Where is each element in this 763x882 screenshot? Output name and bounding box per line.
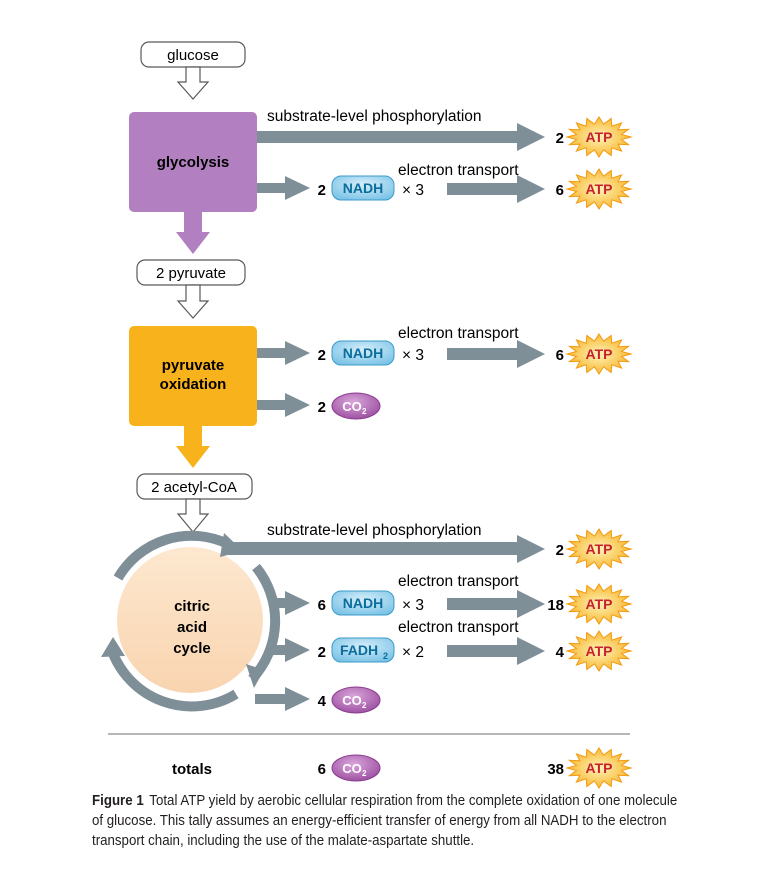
svg-text:2: 2 xyxy=(318,399,326,416)
glycolysis-label: glycolysis xyxy=(157,154,230,171)
svg-text:6: 6 xyxy=(556,347,564,364)
co2-badge-total: 6 CO 2 xyxy=(318,754,381,782)
svg-text:6: 6 xyxy=(318,761,326,778)
svg-text:NADH: NADH xyxy=(343,180,383,196)
nadh-badge-glycolysis: 2 NADH × 3 xyxy=(318,175,424,201)
glycolysis-down-arrow xyxy=(176,212,210,254)
svg-text:× 3: × 3 xyxy=(402,597,424,614)
svg-text:ATP: ATP xyxy=(586,596,613,612)
svg-text:NADH: NADH xyxy=(343,595,383,611)
svg-text:2: 2 xyxy=(318,182,326,199)
svg-text:CO: CO xyxy=(342,399,362,414)
svg-text:4: 4 xyxy=(318,693,327,710)
svg-text:18: 18 xyxy=(547,597,564,614)
svg-text:× 3: × 3 xyxy=(402,347,424,364)
cycle-fadh2-electron-transport-label: electron transport xyxy=(398,619,519,636)
svg-text:CO: CO xyxy=(342,761,362,776)
atp-star-total: 38 ATP xyxy=(547,747,633,789)
cycle-nadh-electron-transport-label: electron transport xyxy=(398,573,519,590)
svg-text:ATP: ATP xyxy=(586,346,613,362)
pyruvate-input: 2 pyruvate xyxy=(136,259,246,286)
cycle-label-3: cycle xyxy=(173,640,211,657)
citric-acid-cycle-circle xyxy=(117,547,263,693)
svg-text:ATP: ATP xyxy=(586,541,613,557)
svg-text:2: 2 xyxy=(556,542,564,559)
svg-text:NADH: NADH xyxy=(343,345,383,361)
nadh-badge-pyruvate: 2 NADH × 3 xyxy=(318,340,424,366)
svg-text:× 3: × 3 xyxy=(402,182,424,199)
fadh2-badge-cycle: 2 FADH 2 × 2 xyxy=(318,637,424,663)
cycle-label-1: citric xyxy=(174,598,210,615)
svg-text:2: 2 xyxy=(383,651,388,661)
flow-arrows xyxy=(228,123,545,711)
totals-label: totals xyxy=(172,761,212,778)
svg-text:2: 2 xyxy=(318,347,326,364)
glycolysis-box xyxy=(129,112,257,212)
acetyl-coa-label: 2 acetyl-CoA xyxy=(151,479,237,496)
cycle-substrate-label: substrate-level phosphorylation xyxy=(267,522,482,539)
atp-star-cycle-fadh2: 4 ATP xyxy=(556,630,633,672)
acetyl-coa-input: 2 acetyl-CoA xyxy=(136,473,253,500)
nadh-badge-cycle: 6 NADH × 3 xyxy=(318,590,424,616)
pyruvate-oxidation-label-1: pyruvate xyxy=(162,357,225,374)
hollow-arrow-2 xyxy=(176,284,210,319)
svg-text:FADH: FADH xyxy=(340,642,378,658)
svg-text:ATP: ATP xyxy=(586,643,613,659)
atp-star-cycle-substrate: 2 ATP xyxy=(556,528,633,570)
svg-text:38: 38 xyxy=(547,761,564,778)
co2-badge-cycle: 4 CO 2 xyxy=(318,686,381,714)
svg-text:2: 2 xyxy=(362,701,367,710)
svg-text:6: 6 xyxy=(318,597,326,614)
svg-text:6: 6 xyxy=(556,182,564,199)
glucose-label: glucose xyxy=(167,47,219,64)
pyruvate-label: 2 pyruvate xyxy=(156,265,226,282)
figure-caption-text: Total ATP yield by aerobic cellular resp… xyxy=(92,793,678,849)
svg-text:CO: CO xyxy=(342,693,362,708)
co2-badge-pyruvate: 2 CO 2 xyxy=(318,392,381,420)
pyruvate-electron-transport-label: electron transport xyxy=(398,325,519,342)
svg-text:2: 2 xyxy=(318,644,326,661)
pyruvate-down-arrow xyxy=(176,426,210,468)
svg-text:2: 2 xyxy=(362,769,367,778)
svg-text:2: 2 xyxy=(362,407,367,416)
figure-caption-label: Figure 1 xyxy=(92,793,144,809)
svg-text:ATP: ATP xyxy=(586,760,613,776)
cycle-ring xyxy=(106,530,281,712)
pyruvate-oxidation-box xyxy=(129,326,257,426)
svg-text:ATP: ATP xyxy=(586,181,613,197)
atp-star-glycolysis-nadh: 6 ATP xyxy=(556,168,633,210)
pyruvate-oxidation-label-2: oxidation xyxy=(160,376,227,393)
hollow-arrow-1 xyxy=(176,66,210,100)
glycolysis-electron-transport-label: electron transport xyxy=(398,162,519,179)
svg-text:× 2: × 2 xyxy=(402,644,424,661)
atp-star-pyruvate-nadh: 6 ATP xyxy=(556,333,633,375)
svg-text:2: 2 xyxy=(556,130,564,147)
svg-text:ATP: ATP xyxy=(586,129,613,145)
atp-star-cycle-nadh: 18 ATP xyxy=(547,583,633,625)
glucose-input: glucose xyxy=(140,41,246,68)
cycle-label-2: acid xyxy=(177,619,207,636)
glycolysis-substrate-label: substrate-level phosphorylation xyxy=(267,108,482,125)
atp-star-glycolysis-substrate: 2 ATP xyxy=(556,116,633,158)
svg-text:4: 4 xyxy=(556,644,565,661)
hollow-arrow-3 xyxy=(176,498,210,533)
